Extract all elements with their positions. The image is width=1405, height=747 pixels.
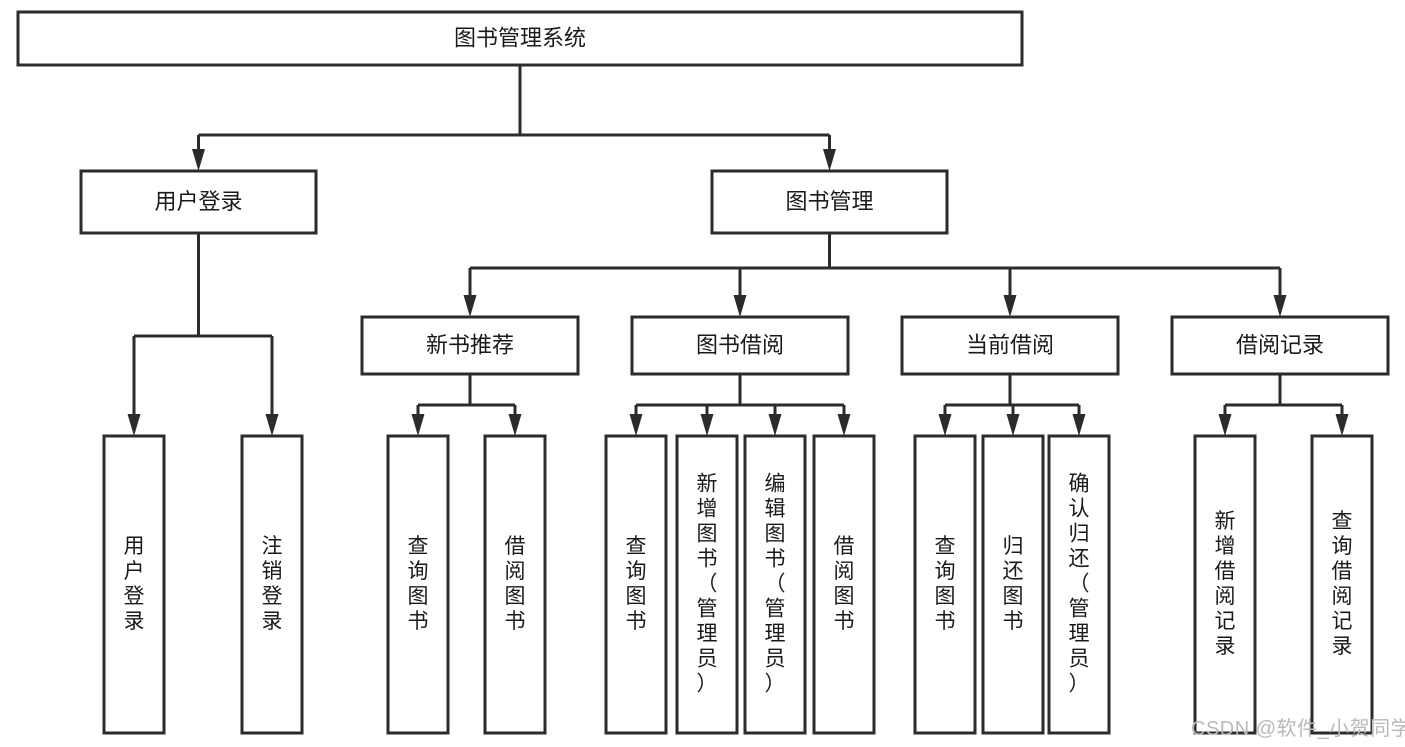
node-box: [240, 434, 304, 735]
node-box: [483, 434, 547, 735]
node-l-return-book[interactable]: 归还图书: [981, 434, 1045, 735]
node-l-query-book-2[interactable]: 查询图书: [604, 434, 668, 735]
connector-group: [127, 233, 279, 436]
node-box: [710, 169, 949, 235]
node-box: [1047, 434, 1111, 735]
node-l-confirm-return[interactable]: 确认归还（管理员）: [1047, 434, 1111, 735]
node-label: 注销登录: [262, 535, 283, 633]
node-box: [102, 434, 166, 735]
node-box: [16, 10, 1024, 67]
node-label: 当前借阅: [966, 332, 1054, 357]
connector-group: [192, 65, 836, 171]
node-n-current[interactable]: 当前借阅: [900, 315, 1120, 376]
node-l-borrow-book-2[interactable]: 借阅图书: [812, 434, 876, 735]
node-layer: 图书管理系统用户登录图书管理新书推荐图书借阅当前借阅借阅记录用户登录注销登录查询…: [16, 10, 1390, 735]
node-label: 用户登录: [124, 535, 145, 633]
node-root[interactable]: 图书管理系统: [16, 10, 1024, 67]
node-label: 归还图书: [1003, 535, 1024, 633]
node-l-query-book-3[interactable]: 查询图书: [913, 434, 977, 735]
node-label: 确认归还（管理员）: [1069, 472, 1090, 695]
node-l-edit-book[interactable]: 编辑图书（管理员）: [743, 434, 807, 735]
node-label: 图书借阅: [696, 332, 784, 357]
node-l-query-book-1[interactable]: 查询图书: [386, 434, 450, 735]
node-n-borrow[interactable]: 图书借阅: [630, 315, 850, 376]
node-l-add-book[interactable]: 新增图书（管理员）: [675, 434, 739, 735]
node-box: [604, 434, 668, 735]
connector-group: [411, 374, 522, 436]
node-l-add-record[interactable]: 新增借阅记录: [1193, 434, 1257, 735]
node-l-borrow-book-1[interactable]: 借阅图书: [483, 434, 547, 735]
connector-group: [463, 233, 1287, 317]
node-label: 用户登录: [154, 189, 242, 214]
node-label: 查询借阅记录: [1332, 510, 1353, 658]
node-n-user-login[interactable]: 用户登录: [79, 169, 318, 235]
node-box: [675, 434, 739, 735]
node-box: [1193, 434, 1257, 735]
node-label: 图书管理系统: [454, 25, 586, 50]
node-l-logout[interactable]: 注销登录: [240, 434, 304, 735]
edge-layer: [127, 65, 1349, 436]
node-n-new-rec[interactable]: 新书推荐: [360, 315, 580, 376]
node-box: [1170, 315, 1390, 376]
node-box: [386, 434, 450, 735]
connector-group: [938, 374, 1086, 436]
node-label: 查询图书: [935, 535, 956, 633]
node-box: [812, 434, 876, 735]
node-label: 借阅记录: [1236, 332, 1324, 357]
node-label: 查询图书: [626, 535, 647, 633]
node-box: [743, 434, 807, 735]
node-n-record[interactable]: 借阅记录: [1170, 315, 1390, 376]
node-box: [913, 434, 977, 735]
node-l-query-record[interactable]: 查询借阅记录: [1310, 434, 1374, 735]
node-label: 借阅图书: [505, 535, 526, 633]
connector-group: [629, 374, 851, 436]
node-box: [630, 315, 850, 376]
node-label: 新增图书（管理员）: [697, 472, 718, 695]
node-box: [360, 315, 580, 376]
node-box: [900, 315, 1120, 376]
node-label: 借阅图书: [834, 535, 855, 633]
node-label: 编辑图书（管理员）: [765, 472, 786, 695]
connector-group: [1218, 374, 1349, 436]
node-label: 图书管理: [785, 189, 873, 214]
watermark-text: CSDN @软件_小贺同学: [1191, 718, 1405, 740]
node-l-user-login[interactable]: 用户登录: [102, 434, 166, 735]
node-label: 新书推荐: [426, 332, 514, 357]
node-label: 查询图书: [408, 535, 429, 633]
node-box: [981, 434, 1045, 735]
node-label: 新增借阅记录: [1215, 510, 1236, 658]
node-box: [79, 169, 318, 235]
node-n-book-mgmt[interactable]: 图书管理: [710, 169, 949, 235]
node-box: [1310, 434, 1374, 735]
